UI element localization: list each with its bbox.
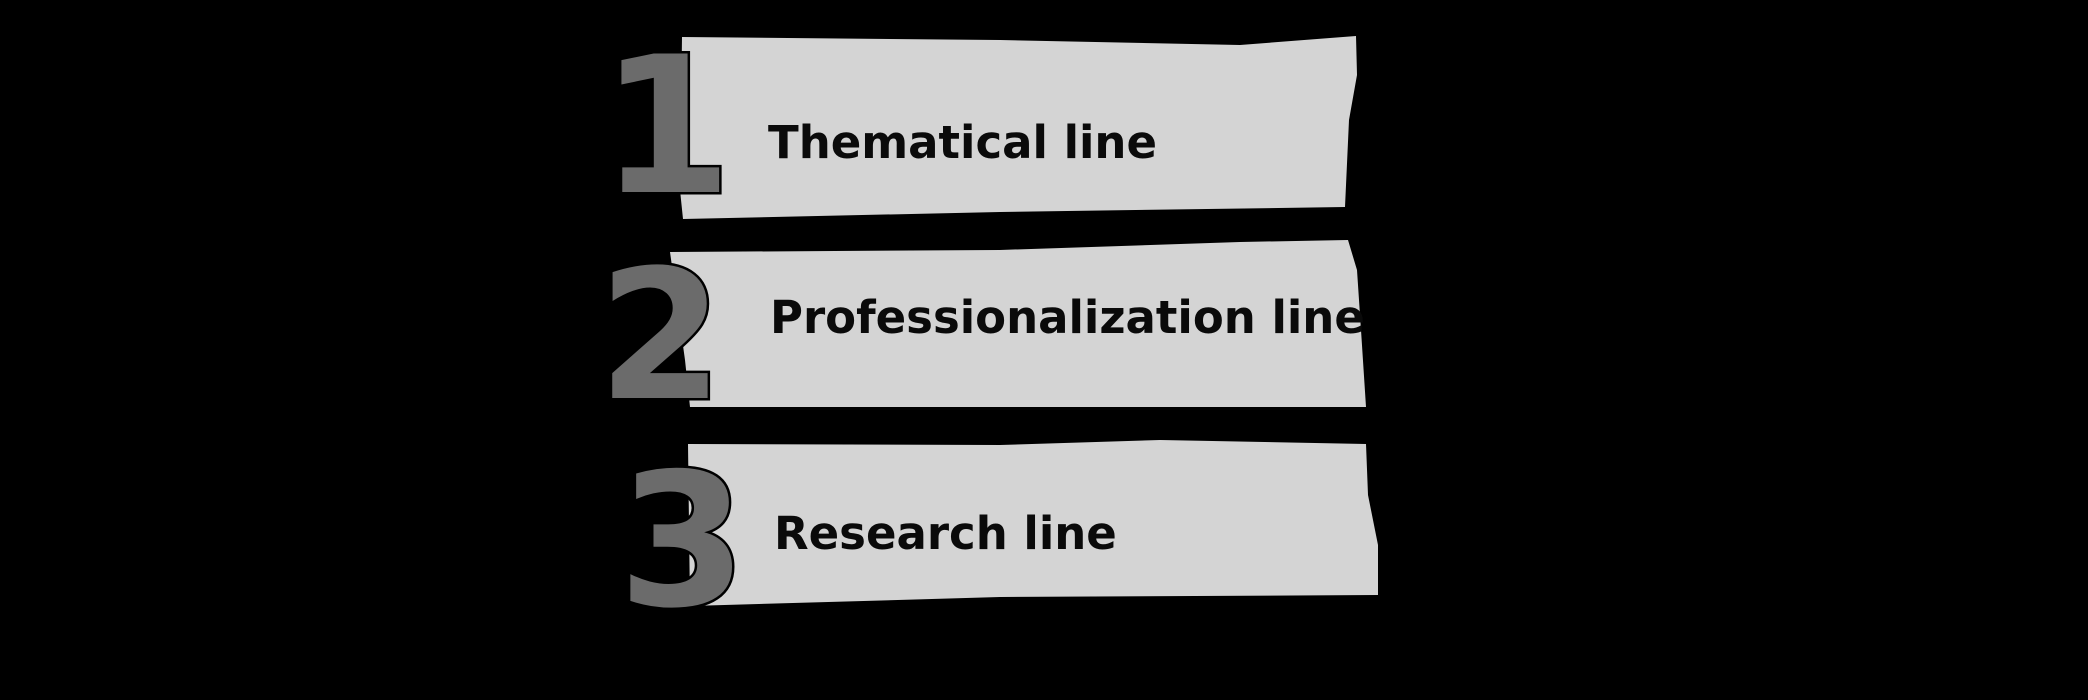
number-2-icon: 2 bbox=[598, 232, 723, 441]
banner-1 bbox=[680, 36, 1357, 219]
item-label-research: Research line bbox=[774, 507, 1117, 560]
banner-3 bbox=[688, 440, 1378, 606]
item-label-thematical: Thematical line bbox=[768, 116, 1157, 169]
item-label-professionalization: Professionalization line bbox=[770, 291, 1365, 344]
banner-2 bbox=[670, 240, 1366, 407]
number-3-icon: 3 bbox=[618, 433, 747, 649]
number-1-icon: 1 bbox=[600, 16, 732, 237]
